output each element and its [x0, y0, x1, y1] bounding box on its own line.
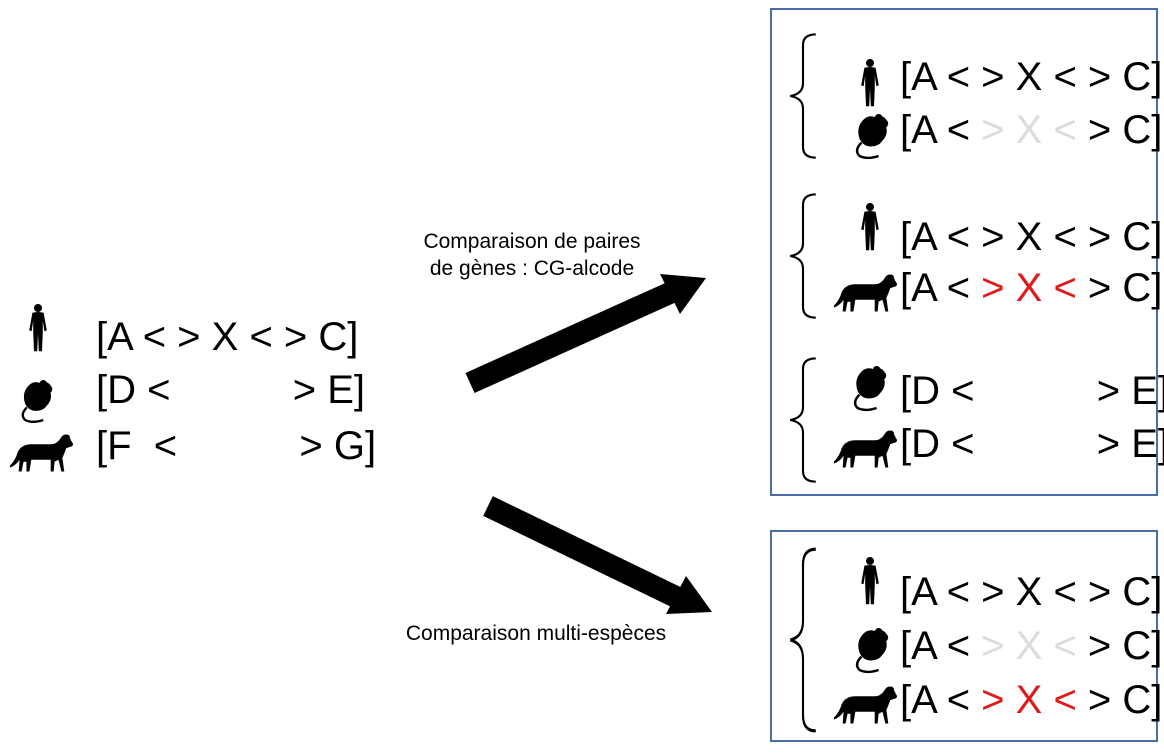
arrow-multispecies	[483, 496, 712, 614]
rat-icon	[855, 112, 890, 160]
multi-seq-human: [A < > X < > C]	[900, 570, 1163, 614]
pair2-seq-dog: [A < > X < > C]	[900, 266, 1163, 310]
source-seq-human: [A < > X < > C]	[96, 315, 359, 359]
brace-icon	[788, 547, 818, 733]
human-icon	[861, 203, 879, 251]
pair2-seq-human: [A < > X < > C]	[900, 215, 1163, 259]
multi-seq-rat: [A < > X < > C]	[900, 624, 1163, 668]
brace-icon	[789, 193, 817, 319]
pair3-seq-rat: [D < > E]	[900, 369, 1164, 413]
source-seq-rat: [D < > E]	[96, 368, 365, 412]
source-seq-dog: [F < > G]	[96, 424, 377, 468]
human-icon	[861, 59, 879, 107]
arrow-pairwise	[465, 274, 706, 394]
pair3-seq-dog: [D < > E]	[900, 422, 1164, 466]
multi-seq-dog: [A < > X < > C]	[900, 678, 1163, 722]
pairwise-caption: Comparaison de paires de gènes : CG-alco…	[378, 228, 686, 282]
pair1-seq-rat: [A < > X < > C]	[900, 108, 1163, 152]
pair1-seq-human: [A < > X < > C]	[900, 55, 1163, 99]
multispecies-box: [A < > X < > C] [A < > X < > C] [A < > X…	[770, 530, 1162, 742]
rat-icon	[855, 626, 890, 674]
pairwise-caption-line2: de gènes : CG-alcode	[429, 257, 635, 280]
dog-icon	[833, 274, 898, 312]
human-icon	[861, 557, 879, 605]
pairwise-box: [A < > X < > C] [A < > X < > C] [A < > X…	[770, 8, 1164, 496]
brace-icon	[789, 357, 817, 483]
dog-icon	[833, 430, 898, 468]
dog-icon	[833, 686, 898, 724]
brace-icon	[789, 33, 817, 159]
rat-icon	[853, 364, 888, 412]
pairwise-caption-line1: Comparaison de paires	[423, 230, 641, 253]
multispecies-caption: Comparaison multi-espèces	[405, 622, 667, 645]
